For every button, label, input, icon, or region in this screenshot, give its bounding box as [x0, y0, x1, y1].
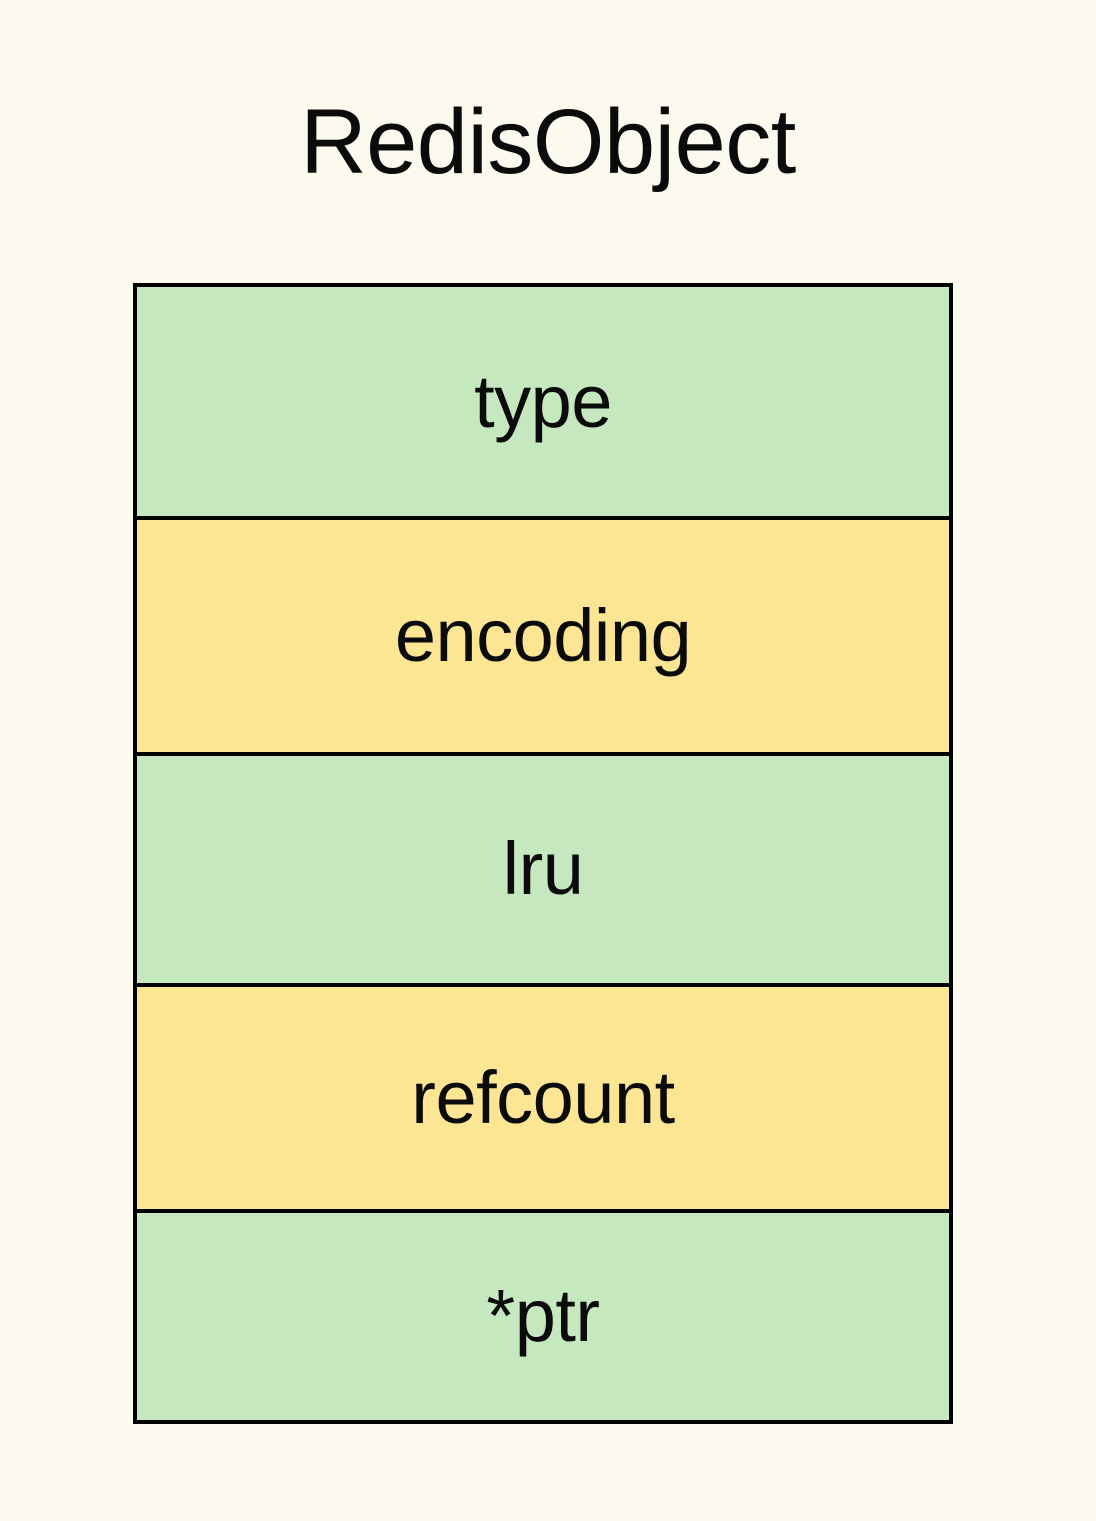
struct-field-type: type: [137, 287, 949, 521]
page-title: RedisObject: [300, 91, 796, 193]
struct-field-lru: lru: [137, 756, 949, 987]
struct-layout-table: type encoding lru refcount *ptr: [133, 283, 953, 1424]
struct-field-label: encoding: [394, 594, 692, 678]
struct-field-label: lru: [502, 827, 584, 911]
struct-field-encoding: encoding: [137, 520, 949, 757]
struct-field-label: type: [474, 359, 612, 443]
struct-field-ptr: *ptr: [137, 1212, 949, 1420]
struct-field-refcount: refcount: [137, 986, 949, 1213]
struct-field-label: refcount: [411, 1055, 675, 1139]
struct-field-label: *ptr: [486, 1274, 600, 1358]
